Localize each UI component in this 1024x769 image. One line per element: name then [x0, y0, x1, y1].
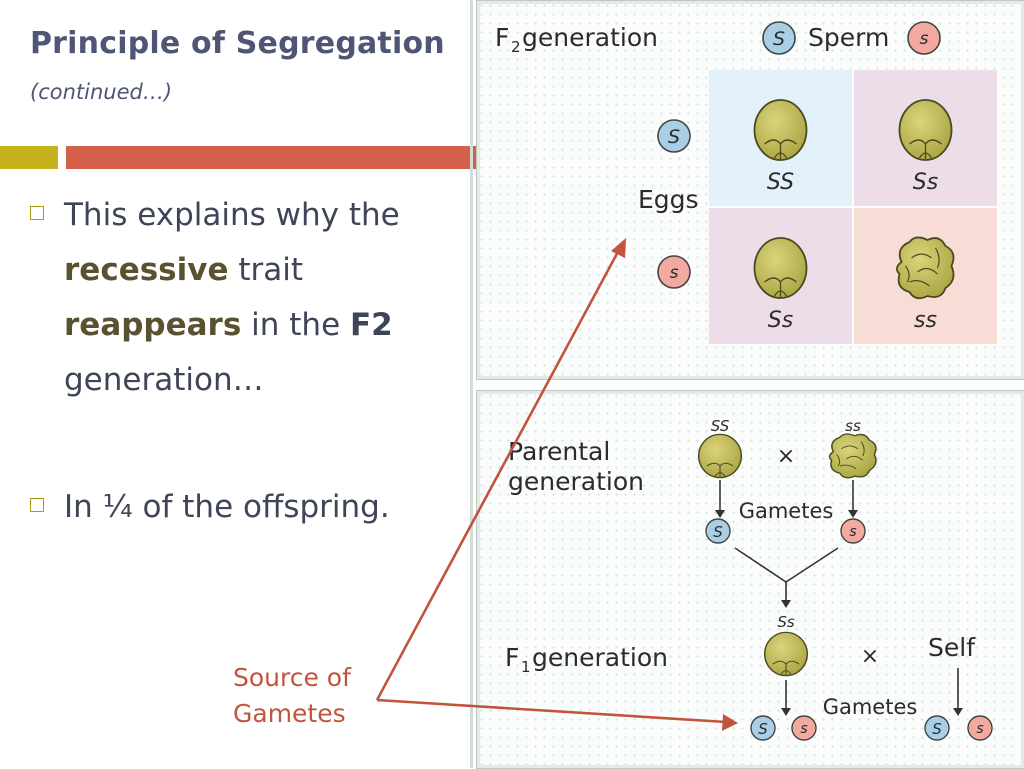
allele-text: s — [849, 524, 856, 540]
bullet-1: This explains why the recessive trait re… — [30, 188, 464, 408]
slide-subtitle: (continued…) — [30, 80, 173, 104]
caption-line: Source of — [233, 663, 351, 692]
bullet-box-icon — [30, 206, 44, 220]
bullet-1-part: trait — [228, 252, 304, 288]
allele-text: S — [932, 720, 942, 738]
punnett-cell: ss — [854, 208, 997, 344]
sperm-recessive-allele: s — [907, 21, 941, 55]
allele-text: s — [670, 263, 679, 283]
allele-text: S — [668, 126, 680, 148]
round-seed-icon — [753, 237, 808, 299]
bullet-2-text: In ¼ of the offspring. — [64, 489, 390, 525]
parent2-gamete: s — [840, 518, 866, 544]
arrowhead — [781, 600, 791, 608]
parent2-genotype: ss — [845, 417, 861, 435]
egg-recessive-allele: s — [657, 255, 691, 289]
slide-title: Principle of Segregation — [30, 26, 445, 61]
allele-text: s — [976, 721, 983, 737]
round-seed-icon — [753, 99, 808, 161]
fusion-lines — [734, 547, 839, 602]
source-caption: Source of Gametes — [233, 660, 351, 732]
arrowheads — [781, 708, 963, 716]
bullet-1-emph-recessive: recessive — [64, 252, 229, 288]
arrowhead-gametes — [722, 714, 738, 731]
sperm-dominant-allele: S — [762, 21, 796, 55]
wrinkled-seed-icon — [896, 236, 955, 300]
bullet-2: In ¼ of the offspring. — [30, 480, 464, 535]
f1-label-sub: 1 — [521, 658, 531, 676]
arrowheads — [715, 510, 858, 518]
panel-divider — [470, 0, 473, 768]
egg-dominant-allele: S — [657, 119, 691, 153]
allele-text: S — [713, 523, 723, 541]
caption-line: Gametes — [233, 699, 346, 728]
accent-block — [0, 146, 58, 169]
gametes-label-f1: Gametes — [823, 695, 918, 719]
bullet-1-part: generation… — [64, 362, 264, 398]
bullet-1-emph-reappears: reappears — [64, 307, 242, 343]
f1-label: F 1 generation — [505, 643, 668, 676]
bullet-1-emph-f2: F2 — [350, 307, 393, 343]
punnett-cell-genotype: Ss — [768, 308, 793, 333]
allele-text: S — [773, 28, 785, 50]
f1-genotype: Ss — [777, 613, 795, 631]
cross-panel — [476, 390, 1024, 769]
f1-gamete-dominant: S — [750, 715, 776, 741]
arrow-to-f1-gametes — [376, 698, 727, 724]
parental-label-line: generation — [508, 467, 644, 496]
sperm-label: Sperm — [808, 23, 889, 52]
self-gamete-dominant: S — [924, 715, 950, 741]
parental-label-line: Parental — [508, 437, 610, 466]
allele-text: S — [758, 720, 768, 738]
gametes-label-parental: Gametes — [739, 499, 834, 523]
source-arrowheads — [611, 238, 738, 731]
f1-label-rest: generation — [532, 643, 668, 672]
bullet-1-text: This explains why the recessive trait re… — [64, 188, 464, 408]
bullet-box-icon — [30, 498, 44, 512]
arrowhead-eggs — [611, 238, 626, 258]
punnett-cell-genotype: ss — [914, 308, 937, 333]
parental-cross-symbol: × — [777, 444, 795, 469]
round-seed-icon — [898, 99, 953, 161]
punnett-cell: Ss — [709, 208, 852, 344]
f1-label-letter: F — [505, 643, 519, 672]
punnett-cell: SS — [709, 70, 852, 206]
self-cross-symbol: × — [861, 644, 879, 669]
parent2-wrinkled-seed — [828, 433, 877, 479]
parental-label: Parental generation — [508, 437, 644, 496]
allele-text: s — [800, 721, 807, 737]
self-label: Self — [928, 633, 976, 662]
parent1-round-seed — [697, 433, 743, 479]
eggs-label: Eggs — [638, 185, 699, 214]
source-arrows — [375, 247, 727, 724]
punnett-cell-genotype: SS — [767, 170, 794, 195]
parental-gamete-arrows — [719, 480, 854, 512]
punnett-title-rest: generation — [522, 23, 658, 52]
punnett-cell-genotype: Ss — [913, 170, 938, 195]
f1-gamete-recessive: s — [791, 715, 817, 741]
f1-round-seed — [763, 631, 809, 677]
punnett-title: F 2 generation — [495, 23, 658, 56]
punnett-cell: Ss — [854, 70, 997, 206]
accent-bar — [66, 146, 476, 169]
punnett-title-sub: 2 — [511, 38, 521, 56]
bullet-1-part: This explains why the — [64, 197, 400, 233]
parent1-genotype: SS — [711, 417, 730, 435]
self-gamete-recessive: s — [967, 715, 993, 741]
arrow-to-eggs — [375, 247, 622, 701]
punnett-title-letter: F — [495, 23, 509, 52]
f1-gamete-arrows — [785, 668, 959, 710]
bullet-1-part: in the — [241, 307, 350, 343]
allele-text: s — [920, 29, 929, 49]
parent1-gamete: S — [705, 518, 731, 544]
